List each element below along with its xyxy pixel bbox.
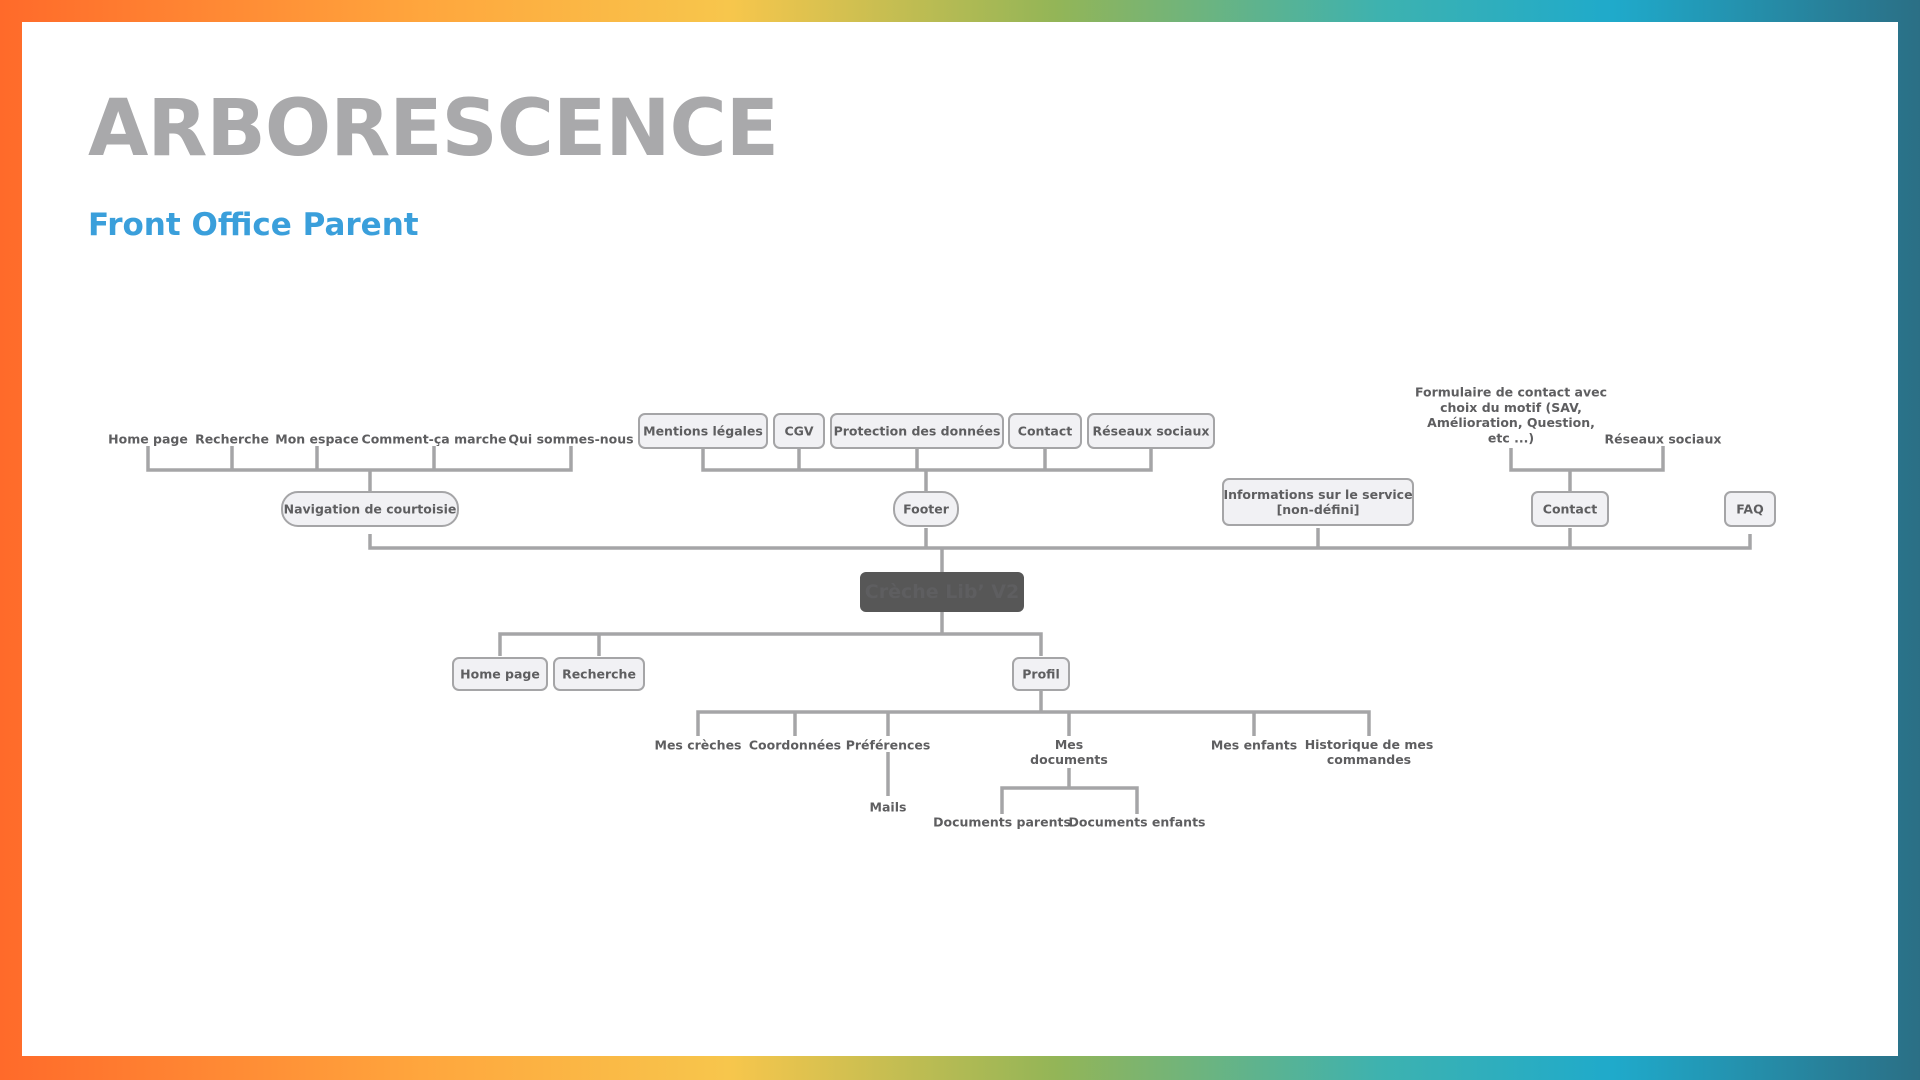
node-home-page — [452, 657, 548, 691]
node-footer-child-2 — [830, 413, 1004, 449]
node-footer-child-4 — [1087, 413, 1215, 449]
node-preferences-label: Préférences — [846, 738, 931, 753]
node-navigation-courtoisie — [281, 491, 459, 527]
node-formulaire-contact-label: Formulaire de contact avec — [1415, 385, 1607, 400]
node-mes-enfants-label: Mes enfants — [1211, 738, 1297, 753]
node-informations-service-label: [non-défini] — [1277, 502, 1360, 517]
root-node — [860, 572, 1024, 612]
node-historique-commandes-label: commandes — [1327, 752, 1411, 767]
slide-canvas — [22, 22, 1898, 1056]
node-documents-parents-label: Documents parents — [933, 815, 1071, 830]
node-recherche-label: Recherche — [562, 667, 636, 682]
node-faq-label: FAQ — [1736, 502, 1763, 517]
node-footer-child-1-label: CGV — [784, 424, 813, 439]
node-informations-service — [1222, 478, 1414, 526]
node-footer-label: Footer — [903, 502, 950, 517]
root-node-label: Crèche Lib’ V2 — [865, 581, 1019, 603]
node-footer-child-3-label: Contact — [1018, 424, 1072, 439]
node-footer-child-0-label: Mentions légales — [643, 424, 763, 439]
node-faq — [1724, 491, 1776, 527]
node-recherche — [553, 657, 645, 691]
node-profil — [1012, 657, 1070, 691]
node-mes-documents-label: Mes — [1055, 737, 1083, 752]
page-title: ARBORESCENCE — [88, 84, 779, 174]
node-footer-child-3 — [1008, 413, 1082, 449]
node-coordonnees-label: Coordonnées — [749, 738, 841, 753]
node-navigation-courtoisie-label: Navigation de courtoisie — [284, 502, 457, 517]
node-mes-documents-label: documents — [1030, 752, 1108, 767]
node-mes-creches-label: Mes crèches — [655, 738, 742, 753]
node-documents-enfants-label: Documents enfants — [1068, 815, 1205, 830]
documents-bar — [1000, 786, 1139, 814]
node-nav-child-4-label: Qui sommes-nous — [508, 432, 633, 447]
page-subtitle: Front Office Parent — [88, 207, 419, 243]
bottom-bar — [498, 632, 1043, 656]
node-nav-child-1-label: Recherche — [195, 432, 269, 447]
node-historique-commandes-label: Historique de mes — [1305, 737, 1434, 752]
node-footer-child-4-label: Réseaux sociaux — [1093, 424, 1210, 439]
node-footer — [893, 491, 959, 527]
node-contact — [1531, 491, 1609, 527]
node-nav-child-0-label: Home page — [108, 432, 188, 447]
node-footer-child-2-label: Protection des données — [834, 424, 1001, 439]
node-home-page-label: Home page — [460, 667, 540, 682]
node-footer-child-0 — [638, 413, 768, 449]
node-profil-label: Profil — [1022, 667, 1059, 682]
node-formulaire-contact-label: choix du motif (SAV, — [1440, 400, 1582, 415]
node-contact-label: Contact — [1543, 502, 1597, 517]
node-nav-child-2-label: Mon espace — [275, 432, 358, 447]
node-nav-child-3-label: Comment-ça marche — [362, 432, 507, 447]
node-footer-child-1 — [773, 413, 825, 449]
node-contact-reseaux-label: Réseaux sociaux — [1605, 432, 1722, 447]
node-mails-label: Mails — [870, 800, 907, 815]
node-informations-service-label: Informations sur le service — [1223, 487, 1412, 502]
node-formulaire-contact-label: Amélioration, Question, — [1427, 415, 1595, 430]
navigation-bar — [146, 446, 573, 472]
footer-bar — [701, 449, 1153, 472]
contact-bar — [1509, 446, 1665, 472]
main-trunk-line — [368, 534, 1752, 550]
profil-bar — [696, 710, 1371, 736]
node-formulaire-contact-label: etc ...) — [1488, 430, 1534, 445]
